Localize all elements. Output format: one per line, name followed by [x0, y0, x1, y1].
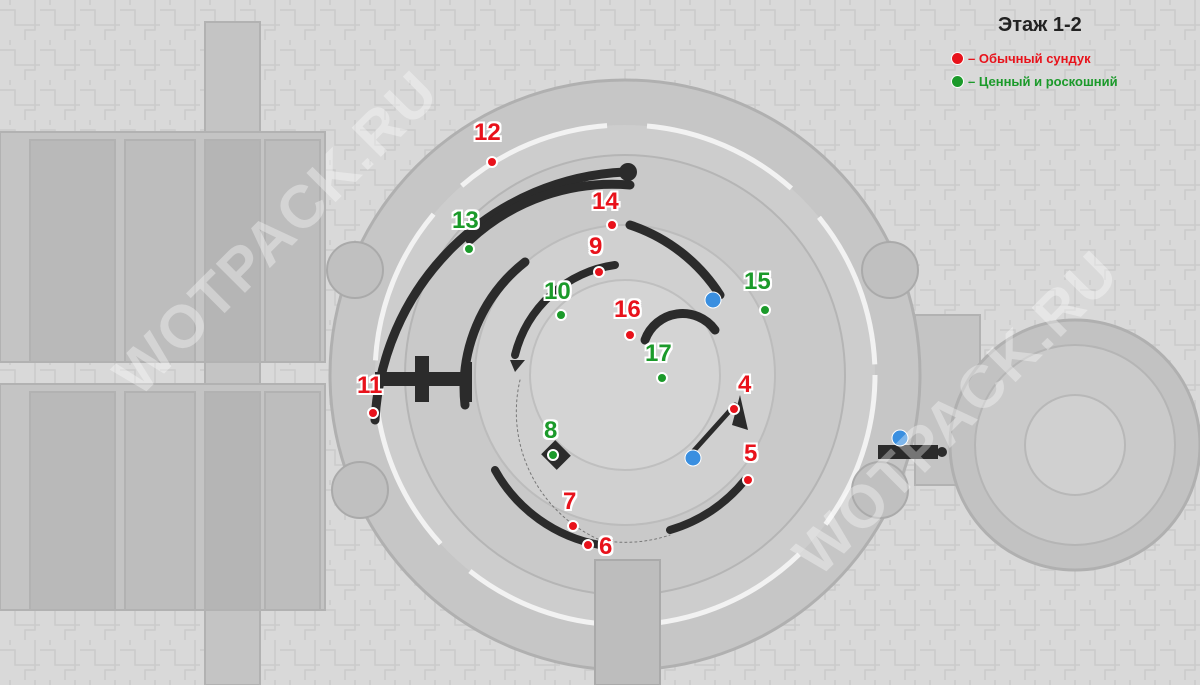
marker-number: 11 — [357, 372, 383, 399]
legend-label-common: – Обычный сундук — [968, 51, 1091, 66]
green-dot-icon — [952, 76, 963, 87]
marker-number: 7 — [563, 488, 577, 515]
chest-dot-icon — [582, 539, 594, 551]
chest-dot-icon — [567, 520, 579, 532]
marker-number: 8 — [544, 417, 558, 444]
legend-label-valuable: – Ценный и роскошний — [968, 74, 1118, 89]
marker-number: 15 — [744, 268, 771, 295]
legend-item-common: – Обычный сундук — [952, 51, 1091, 66]
chest-dot-icon — [367, 407, 379, 419]
right-tower — [914, 314, 1200, 572]
chest-dot-icon — [728, 403, 740, 415]
marker-number: 9 — [589, 233, 603, 260]
marker-number: 12 — [474, 119, 501, 146]
chest-dot-icon — [742, 474, 754, 486]
red-dot-icon — [952, 53, 963, 64]
chest-dot-icon — [555, 309, 567, 321]
marker-number: 16 — [614, 296, 641, 323]
marker-number: 10 — [544, 278, 571, 305]
marker-number: 4 — [738, 371, 752, 398]
chest-dot-icon — [624, 329, 636, 341]
floor-title: Этаж 1-2 — [998, 14, 1082, 36]
marker-number: 17 — [645, 340, 672, 367]
chest-dot-icon — [606, 219, 618, 231]
legend-item-valuable: – Ценный и роскошний — [952, 74, 1118, 89]
marker-number: 5 — [744, 440, 758, 467]
chest-dot-icon — [486, 156, 498, 168]
chest-dot-icon — [759, 304, 771, 316]
marker-number: 6 — [599, 533, 613, 560]
chest-dot-icon — [593, 266, 605, 278]
marker-number: 13 — [452, 207, 479, 234]
chest-dot-icon — [547, 449, 559, 461]
chest-dot-icon — [656, 372, 668, 384]
chest-dot-icon — [463, 243, 475, 255]
teleport-icons — [684, 291, 909, 467]
left-building — [0, 21, 326, 685]
marker-number: 14 — [592, 188, 619, 215]
